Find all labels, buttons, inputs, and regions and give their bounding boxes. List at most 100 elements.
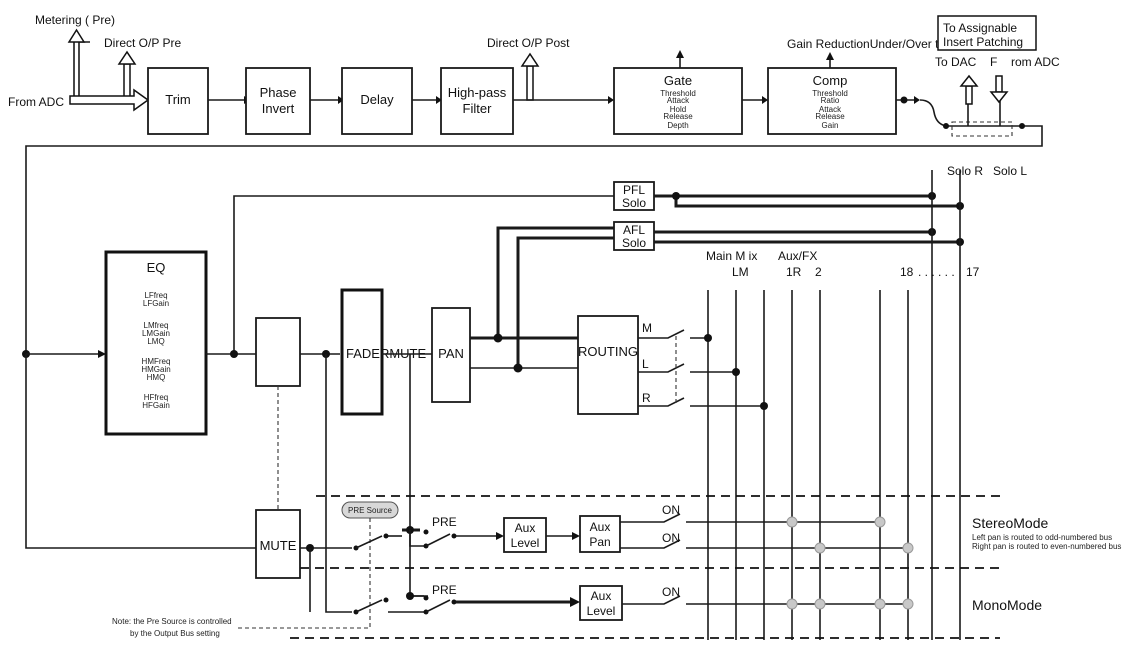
mute-block bbox=[255, 509, 301, 579]
pre-source-label: PRE Source bbox=[348, 506, 393, 515]
mute-switch-block bbox=[255, 317, 301, 387]
hpf-label-1: High-pass bbox=[448, 85, 507, 100]
to-dac-arrow bbox=[959, 74, 979, 105]
routing-block bbox=[577, 315, 639, 415]
solo-r-label: Solo R bbox=[947, 164, 983, 178]
trim-block bbox=[147, 67, 209, 135]
on-2-label: ON bbox=[662, 531, 680, 545]
num-18-label: 18 bbox=[900, 265, 914, 279]
hpf-label-2: Filter bbox=[463, 101, 493, 116]
gain-reduction-label: Gain ReductionUnder/Over threshold bbox=[787, 37, 984, 51]
routing-switches bbox=[638, 329, 768, 410]
eq-param: LMfreq bbox=[144, 321, 169, 330]
pre-switch-1 bbox=[423, 529, 457, 549]
solo-l-label: Solo L bbox=[993, 164, 1027, 178]
to-assignable-label: To Assignable bbox=[943, 21, 1017, 35]
insert-switch bbox=[943, 100, 1025, 137]
pfl-solo-block bbox=[613, 181, 655, 211]
aux-pan-a: Aux bbox=[590, 520, 611, 534]
eq-param: LFfreq bbox=[144, 291, 167, 300]
eq-param: HMQ bbox=[147, 373, 166, 382]
metering-pre-arrow bbox=[67, 28, 90, 100]
num-2-label: 2 bbox=[815, 265, 822, 279]
afl-label-1: AFL bbox=[623, 223, 645, 237]
pfl-label-1: PFL bbox=[623, 183, 645, 197]
comp-block bbox=[767, 67, 897, 135]
aux-pan-b: Pan bbox=[589, 535, 610, 549]
stereo-mode-label: StereoMode bbox=[972, 515, 1048, 531]
from-adc-arrow bbox=[69, 88, 150, 112]
gate-param: Attack bbox=[667, 96, 690, 105]
rom-adc-label: rom ADC bbox=[1011, 55, 1060, 69]
on-1-label: ON bbox=[662, 503, 680, 517]
l-label: L bbox=[642, 357, 649, 371]
gate-param: Threshold bbox=[660, 89, 696, 98]
from-adc-label: From ADC bbox=[8, 95, 64, 109]
pan-block bbox=[431, 307, 471, 403]
aux-level-1-block bbox=[503, 517, 547, 553]
afl-label-2: Solo bbox=[622, 236, 646, 250]
eq-param: HMFreq bbox=[142, 357, 171, 366]
routing-label: ROUTING bbox=[578, 344, 638, 359]
comp-param: Release bbox=[815, 112, 845, 121]
pre-1-label: PRE bbox=[432, 515, 457, 529]
to-dac-label: To DAC bbox=[935, 55, 977, 69]
direct-op-post-label: Direct O/P Post bbox=[487, 36, 570, 50]
gate-block bbox=[613, 67, 743, 135]
num-1r-label: 1R bbox=[786, 265, 802, 279]
r-label: R bbox=[642, 391, 651, 405]
eq-param: LMGain bbox=[142, 329, 170, 338]
comp-label: Comp bbox=[813, 73, 848, 88]
eq-param: LFGain bbox=[143, 299, 169, 308]
insert-patching-label: Insert Patching bbox=[943, 35, 1023, 49]
note-line-1: Note: the Pre Source is controlled bbox=[112, 617, 232, 626]
aux-level-2b: Level bbox=[587, 604, 616, 618]
trim-label: Trim bbox=[165, 92, 191, 107]
output-buses bbox=[707, 170, 961, 640]
f-label: F bbox=[990, 55, 997, 69]
aux-fx-label: Aux/FX bbox=[778, 249, 817, 263]
aux-level-1a: Aux bbox=[515, 521, 536, 535]
aux-level-2a: Aux bbox=[591, 589, 612, 603]
eq-param: LMQ bbox=[147, 337, 164, 346]
phase-label-1: Phase bbox=[260, 85, 297, 100]
metering-pre-label: Metering ( Pre) bbox=[35, 13, 115, 27]
direct-op-post-arrow bbox=[520, 52, 540, 101]
main-mix-label: Main M ix bbox=[706, 249, 757, 263]
comp-param: Threshold bbox=[812, 89, 848, 98]
aux-level-1b: Level bbox=[511, 536, 540, 550]
stereo-note-1: Left pan is routed to odd-numbered bus bbox=[972, 533, 1112, 542]
gate-param: Hold bbox=[670, 105, 686, 114]
comp-param: Attack bbox=[819, 105, 842, 114]
eq-block bbox=[104, 250, 208, 436]
m-label: M bbox=[642, 321, 652, 335]
dots-label: . . . . . . bbox=[918, 265, 955, 279]
aux-pan-block bbox=[579, 515, 621, 553]
num-17-label: 17 bbox=[966, 265, 980, 279]
direct-op-pre-arrow bbox=[117, 50, 137, 101]
high-pass-filter-block bbox=[440, 67, 514, 135]
mute-label: MUTE bbox=[260, 538, 297, 553]
delay-label: Delay bbox=[360, 92, 394, 107]
lm-label: LM bbox=[732, 265, 749, 279]
pre-switch-2 bbox=[423, 595, 457, 615]
afl-solo-block bbox=[613, 221, 655, 251]
pfl-label-2: Solo bbox=[622, 196, 646, 210]
direct-op-pre-label: Direct O/P Pre bbox=[104, 36, 181, 50]
eq-param: HFfreq bbox=[144, 393, 168, 402]
pre-source-switch bbox=[353, 529, 410, 615]
phase-label-2: Invert bbox=[262, 101, 295, 116]
comp-param: Ratio bbox=[821, 96, 840, 105]
fader-mute-block bbox=[340, 288, 384, 416]
on-3-label: ON bbox=[662, 585, 680, 599]
mono-mode-label: MonoMode bbox=[972, 597, 1042, 613]
comp-param: Gain bbox=[822, 121, 839, 130]
eq-param: HFGain bbox=[142, 401, 170, 410]
gate-param: Release bbox=[663, 112, 693, 121]
aux-level-2-block bbox=[579, 585, 623, 621]
to-assignable-box bbox=[937, 15, 1037, 51]
gate-label: Gate bbox=[664, 73, 692, 88]
stereo-note-2: Right pan is routed to even-numbered bus bbox=[972, 542, 1121, 551]
delay-block bbox=[341, 67, 413, 135]
